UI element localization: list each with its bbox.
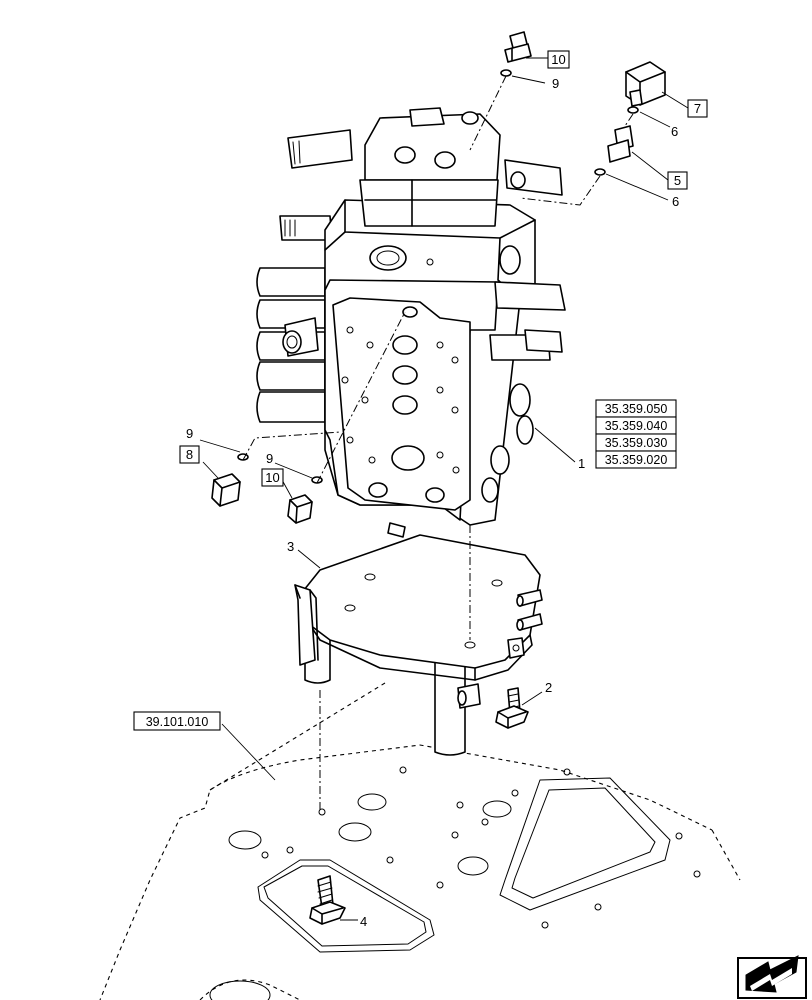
fitting-8: [211, 473, 241, 507]
control-valve-assembly: [256, 107, 566, 526]
callout-9-left: 9: [186, 426, 193, 441]
seal-6-lower: [594, 168, 606, 176]
callout-10-top: 10: [547, 50, 570, 69]
callout-3: 3: [287, 539, 294, 554]
reference-35-359-050: 35.359.050: [605, 402, 668, 416]
reference-35-359-040: 35.359.040: [605, 419, 668, 433]
fitting-10-low: [287, 494, 313, 524]
callout-5: 5: [667, 171, 688, 190]
callout-10-top-label: 10: [551, 52, 565, 67]
reference-35-359-020: 35.359.020: [605, 453, 668, 467]
assembly-center-lines: [242, 75, 634, 810]
next-page-arrow-icon[interactable]: [737, 955, 807, 999]
seal-9-top: [500, 69, 512, 77]
callout-8: 8: [179, 445, 200, 464]
bolt-2: [495, 687, 529, 729]
callout-7-label: 7: [694, 101, 701, 116]
fitting-5: [607, 125, 634, 163]
reference-stack: 35.359.050 35.359.040 35.359.030 35.359.…: [595, 399, 677, 469]
callout-8-label: 8: [186, 447, 193, 462]
reference-frame: 39.101.010: [133, 711, 221, 731]
callout-10-low: 10: [261, 468, 284, 487]
callout-9-mid: 9: [266, 451, 273, 466]
callout-5-label: 5: [674, 173, 681, 188]
callout-6-lower: 6: [672, 194, 679, 209]
leader-lines: [199, 57, 689, 921]
mounting-bracket: [294, 522, 543, 756]
fitting-10-top: [504, 31, 532, 63]
bolt-4: [309, 875, 346, 925]
callout-7: 7: [687, 99, 708, 118]
callout-6-upper: 6: [671, 124, 678, 139]
sensor-7: [625, 61, 666, 107]
frame-plate: [99, 682, 741, 1000]
seal-6-upper: [627, 106, 639, 114]
reference-35-359-030: 35.359.030: [605, 436, 668, 450]
callout-9-top: 9: [552, 76, 559, 91]
callout-10-low-label: 10: [265, 470, 279, 485]
reference-39-101-010: 39.101.010: [146, 715, 209, 729]
callout-1: 1: [578, 456, 585, 471]
callout-4: 4: [360, 914, 367, 929]
callout-2: 2: [545, 680, 552, 695]
